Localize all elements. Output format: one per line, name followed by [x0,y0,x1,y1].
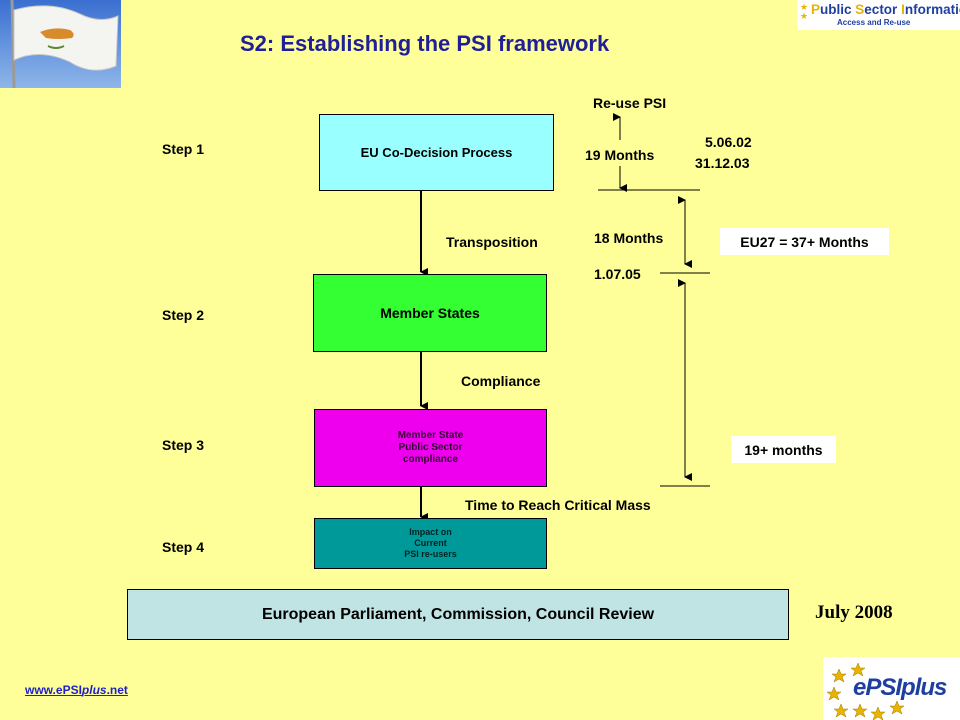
psi-logo-stars-icon: ★★ [800,2,809,21]
step-4-label: Step 4 [162,539,205,555]
impact-box: Impact on Current PSI re-users [314,518,547,569]
website-link-text: www.ePSI [25,683,82,697]
website-link-text: plus [81,683,107,697]
19-months-label: 19 Months [585,147,655,163]
website-link[interactable]: www.ePSIplus.net [25,683,128,697]
critical-mass-label: Time to Reach Critical Mass [465,497,651,513]
date-start-label: 5.06.02 [705,134,752,150]
epsiplus-logo: ePSIplus [823,657,960,720]
psi-logo-letter: P [811,2,821,17]
cyprus-flag-image [0,0,121,89]
psi-logo-text: nformation [904,2,960,17]
step-2-label: Step 2 [162,307,205,323]
psi-logo-letter: S [855,2,865,17]
19-plus-months-badge: 19+ months [731,436,836,463]
eu27-months-badge: EU27 = 37+ Months [720,228,889,255]
epsiplus-logo-text: e [853,674,866,701]
psi-logo: ★★ Public Sector Information Access and … [797,0,960,30]
date-mid-label: 1.07.05 [594,266,641,282]
website-link-text: .net [106,683,128,697]
psi-logo-tagline: Access and Re-use [837,18,911,27]
reuse-psi-label: Re-use PSI [593,95,667,111]
epsiplus-logo-text: plus [901,674,947,701]
18-months-label: 18 Months [594,230,664,246]
compliance-label: Compliance [461,373,541,389]
psi-logo-letter: I [901,2,905,17]
page-title: S2: Establishing the PSI framework [240,31,610,56]
review-bar: European Parliament, Commission, Council… [127,589,789,640]
epsiplus-stars-icon [826,662,905,720]
psi-logo-text: ector [864,2,902,17]
transposition-label: Transposition [446,234,538,250]
epsiplus-logo-text: PSI [865,674,902,701]
compliance-box: Member State Public Sector compliance [314,409,547,487]
step-3-label: Step 3 [162,437,205,453]
date-label: July 2008 [815,602,893,623]
step-1-label: Step 1 [162,141,205,157]
date-end-label: 31.12.03 [695,155,750,171]
eu-codecision-box: EU Co-Decision Process [319,114,554,191]
member-states-box: Member States [313,274,547,352]
psi-logo-text: ublic [820,2,856,17]
